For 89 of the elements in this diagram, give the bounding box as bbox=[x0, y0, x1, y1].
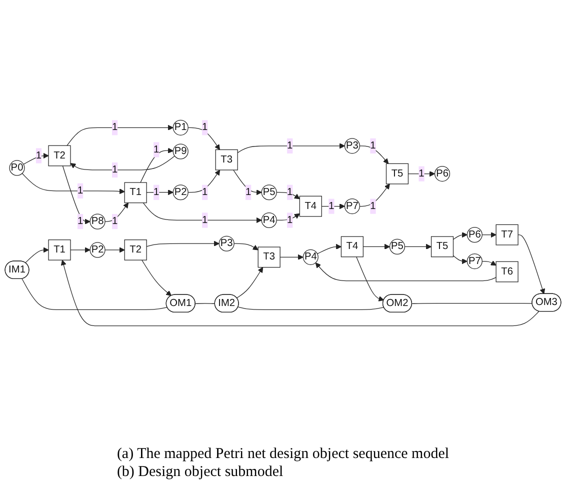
arrow bbox=[70, 155, 175, 170]
arrow bbox=[317, 243, 342, 254]
arrow bbox=[25, 246, 49, 263]
arrow bbox=[359, 145, 389, 164]
arrow bbox=[482, 260, 496, 266]
edge-label: 1 bbox=[77, 215, 84, 226]
node-box: T3 bbox=[258, 246, 280, 268]
node-box: T5 bbox=[386, 162, 409, 184]
node-box: T4 bbox=[340, 236, 364, 257]
arrow bbox=[62, 165, 90, 224]
node-circle: P4 bbox=[302, 248, 318, 264]
arrow bbox=[188, 169, 220, 192]
arrow bbox=[104, 246, 125, 252]
node-circle: P1 bbox=[172, 119, 188, 135]
arrow bbox=[452, 232, 468, 240]
edge-label: 1 bbox=[287, 140, 293, 151]
node-circle: P6 bbox=[466, 226, 482, 242]
arrow bbox=[22, 172, 125, 194]
edge-label: 1 bbox=[112, 215, 118, 226]
arrow bbox=[104, 202, 129, 222]
arrow bbox=[482, 232, 496, 238]
node-circle: P8 bbox=[90, 213, 106, 229]
edge-label: 1 bbox=[287, 186, 293, 197]
arrow bbox=[234, 242, 258, 250]
arrow bbox=[66, 124, 174, 146]
connector bbox=[412, 302, 533, 304]
arrow bbox=[70, 246, 90, 252]
caption: (b) Design object submodel bbox=[116, 464, 284, 481]
arrow bbox=[452, 254, 468, 264]
arrow bbox=[233, 169, 262, 195]
node-circle: P4 bbox=[261, 212, 277, 228]
arrow bbox=[146, 240, 220, 246]
edge-label: 1 bbox=[370, 140, 376, 151]
node-box: T2 bbox=[48, 144, 71, 166]
edge-label: 1 bbox=[202, 186, 208, 197]
arrow bbox=[408, 170, 436, 176]
node-circle: P2 bbox=[90, 242, 106, 258]
edge-label: 1 bbox=[418, 168, 424, 178]
node-circle: P3 bbox=[344, 138, 360, 154]
node-circle: P3 bbox=[218, 235, 234, 251]
node-circle: P6 bbox=[434, 166, 450, 182]
arrow bbox=[140, 147, 174, 182]
node-box: T3 bbox=[215, 148, 238, 170]
arrow bbox=[236, 266, 264, 298]
node-circle: P7 bbox=[344, 198, 360, 214]
node-box: T5 bbox=[430, 236, 454, 257]
connector bbox=[195, 302, 216, 304]
node-circle: P7 bbox=[466, 253, 482, 269]
edge-label: 1 bbox=[328, 200, 334, 211]
connector bbox=[22, 278, 168, 310]
arrow bbox=[280, 254, 304, 260]
node-circle: P2 bbox=[172, 184, 188, 200]
arrow bbox=[315, 262, 496, 281]
arrow bbox=[362, 243, 390, 250]
arrow bbox=[142, 259, 172, 296]
arrow bbox=[146, 189, 174, 195]
edge-label: 1 bbox=[154, 144, 160, 154]
arrow bbox=[356, 256, 384, 301]
node-box: T2 bbox=[124, 239, 147, 260]
edge-label: 1 bbox=[77, 184, 84, 196]
arrow bbox=[23, 152, 49, 164]
node-box: T6 bbox=[496, 260, 518, 282]
edge-label: 1 bbox=[246, 186, 252, 197]
arrow bbox=[276, 192, 300, 199]
edge-label: 1 bbox=[370, 200, 376, 211]
connector bbox=[238, 306, 384, 310]
node-box: T1 bbox=[124, 182, 147, 203]
arrow bbox=[404, 243, 432, 250]
edge-label: 1 bbox=[202, 122, 208, 132]
node-circle: P5 bbox=[389, 238, 406, 254]
arrow bbox=[321, 203, 345, 209]
edge-label: 1 bbox=[112, 164, 118, 175]
node-circle: P5 bbox=[261, 184, 277, 200]
edge-label: 1 bbox=[202, 214, 208, 225]
node-box: T4 bbox=[299, 195, 322, 216]
edge-label: 1 bbox=[112, 122, 118, 132]
arrow bbox=[142, 202, 262, 223]
node-box: T7 bbox=[496, 224, 518, 245]
node-box: T1 bbox=[48, 239, 71, 260]
arrow bbox=[188, 126, 220, 150]
caption: (a) The mapped Petri net design object sequence model bbox=[116, 446, 450, 463]
edge-label: 1 bbox=[154, 186, 160, 197]
node-circle: P0 bbox=[9, 160, 25, 176]
node-circle: P9 bbox=[172, 143, 188, 159]
arrow bbox=[237, 142, 345, 153]
edge-label: 1 bbox=[36, 150, 42, 160]
arrow bbox=[276, 212, 300, 220]
arrow bbox=[518, 234, 546, 294]
edge-label: 1 bbox=[287, 214, 293, 225]
